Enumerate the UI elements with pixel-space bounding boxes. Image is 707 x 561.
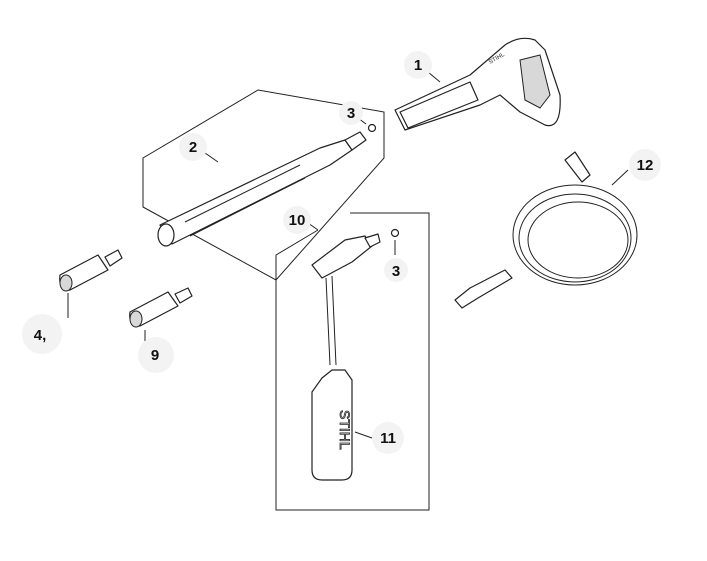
svg-text:12: 12 xyxy=(637,157,654,174)
rotary-nozzle[interactable] xyxy=(129,287,193,328)
svg-text:4,: 4, xyxy=(34,327,47,344)
high-pressure-hose[interactable] xyxy=(454,151,638,309)
callout-2[interactable]: 2 xyxy=(179,133,207,161)
svg-text:3: 3 xyxy=(347,105,355,122)
detergent-bottle[interactable]: STIHL xyxy=(311,369,353,481)
callout-10[interactable]: 10 xyxy=(283,206,311,234)
spray-gun[interactable]: STIHL xyxy=(394,37,561,131)
foam-nozzle[interactable] xyxy=(311,233,381,366)
svg-text:10: 10 xyxy=(289,212,306,229)
callout-4[interactable]: 4, xyxy=(22,314,62,354)
callout-3a[interactable]: 3 xyxy=(339,101,363,125)
bottle-brand-mark: STIHL xyxy=(337,410,353,450)
svg-text:3: 3 xyxy=(392,263,400,280)
callout-12[interactable]: 12 xyxy=(629,149,661,181)
flat-jet-nozzle[interactable] xyxy=(59,249,123,292)
foam-group-frame xyxy=(275,212,430,511)
o-ring-1[interactable] xyxy=(367,123,377,133)
callout-9[interactable]: 9 xyxy=(138,337,174,373)
spray-lance[interactable] xyxy=(157,131,367,247)
o-ring-2[interactable] xyxy=(390,228,400,238)
svg-text:9: 9 xyxy=(151,347,159,364)
callout-1[interactable]: 1 xyxy=(404,51,432,79)
callout-3b[interactable]: 3 xyxy=(384,258,408,282)
svg-text:11: 11 xyxy=(380,430,396,447)
svg-text:1: 1 xyxy=(414,57,422,74)
svg-text:2: 2 xyxy=(189,139,197,156)
callout-11[interactable]: 11 xyxy=(372,422,404,454)
